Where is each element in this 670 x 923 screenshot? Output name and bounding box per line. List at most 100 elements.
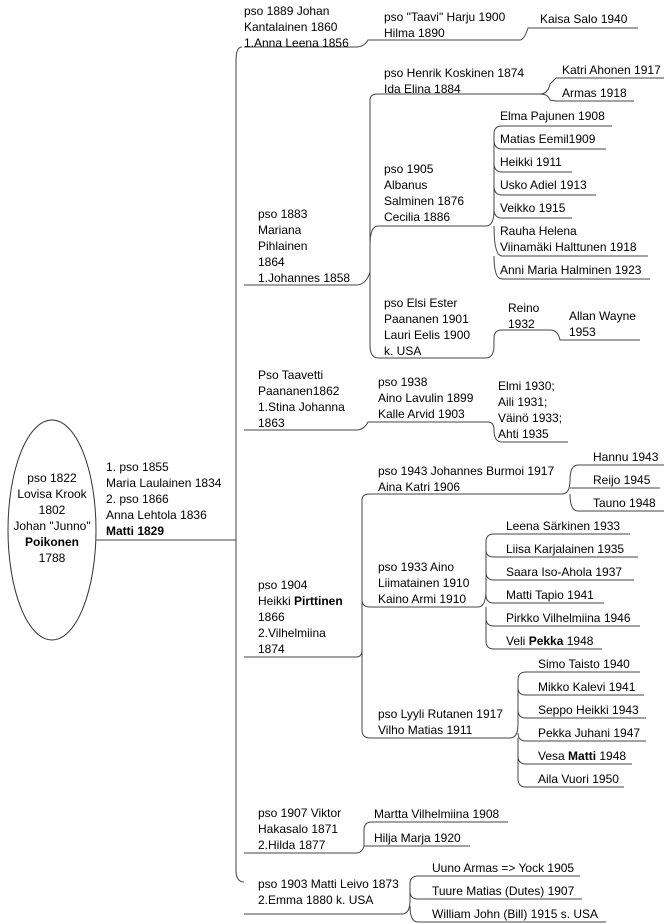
node-line: Aina Katri 1906 [378,480,461,494]
node-line: Kaino Armi 1910 [378,592,467,606]
node-line: pso 1943 Johannes Burmoi 1917 [378,464,555,478]
node-line: Anna Lehtola 1836 [106,508,207,522]
node-line: pso 1938 [378,375,428,389]
child-item: Pirkko Vilhelmiina 1946 [506,611,631,625]
node-line: Hakasalo 1871 [258,822,339,836]
node-line: 1864 [258,255,285,269]
node-line: 1. pso 1855 [106,460,169,474]
node-reino: Reino 1932 [508,300,539,332]
node-viktor: pso 1907 Viktor Hakasalo 1871 2.Hilda 18… [258,805,341,853]
root-line: 1802 [38,503,66,517]
node-name-bold: Matti 1829 [106,524,165,538]
root-line: Lovisa Krook [17,487,87,501]
node-line: 2.Hilda 1877 [258,838,326,852]
child-item: Liisa Karjalainen 1935 [506,542,625,556]
child-item: Viinamäki Halttunen 1918 [500,240,637,254]
child-item: Veikko 1915 [500,201,566,215]
node-albanus: pso 1905 Albanus Salminen 1876 Cecilia 1… [384,161,464,225]
child-item: Heikki 1911 [500,155,562,169]
node-line: 1.Stina Johanna [258,400,345,414]
child-item: Mikko Kalevi 1941 [538,680,636,694]
node-line: pso Lyyli Rutanen 1917 [378,707,503,721]
node-line: Hilma 1890 [384,26,445,40]
root-line: pso 1822 [27,471,77,485]
node-johan: pso 1889 Johan Kantalainen 1860 1.Anna L… [244,3,349,51]
node-line: Maria Laulainen 1834 [106,476,222,490]
root-ellipse [7,419,97,641]
node-heikki: pso 1904 Heikki Pirttinen 1866 2.Vilhelm… [258,577,343,657]
node-line: Kalle Arvid 1903 [378,407,465,421]
child-item: Hilja Marja 1920 [374,831,461,845]
node-burmoi: pso 1943 Johannes Burmoi 1917 Aina Katri… [378,463,554,495]
child-item: Usko Adiel 1913 [500,178,587,192]
child-item: Uuno Armas => Yock 1905 [432,861,575,875]
node-taavi: pso "Taavi" Harju 1900 Hilma 1890 [384,9,505,41]
node-line: 1932 [508,317,535,331]
node-line: Pihlainen [258,239,308,253]
node-line: 2. pso 1866 [106,492,169,506]
child-item: Elma Pajunen 1908 [500,109,605,123]
node-line: 1866 [258,610,285,624]
node-aino-children: Elmi 1930; Aili 1931; Väinö 1933; Ahti 1… [498,378,562,442]
node-line: Mariana [258,223,302,237]
child-item: Tuure Matias (Dutes) 1907 [432,884,575,898]
node-line: 2.Vilhelmiina [258,626,326,640]
root-surname: Poikonen [24,535,79,549]
node-taavetti: Pso Taavetti Paananen1862 1.Stina Johann… [258,367,345,431]
child-item: Ahti 1935 [498,427,549,441]
node-line: Cecilia 1886 [384,210,451,224]
node-line: Lauri Eelis 1900 [384,328,471,342]
node-line: Albanus [384,178,428,192]
child-item: Anni Maria Halminen 1923 [500,263,642,277]
node-line: pso 1903 Matti Leivo 1873 [258,877,399,891]
node-elsi: pso Elsi Ester Paananen 1901 Lauri Eelis… [384,295,470,359]
node-line: Paananen1862 [258,384,340,398]
node-line: pso 1905 [384,162,434,176]
child-item: Katri Ahonen 1917 [562,63,661,77]
node-henrik: pso Henrik Koskinen 1874 Ida Elina 1884 [384,65,524,97]
child-item: Tauno 1948 [593,496,656,510]
child-item: Seppo Heikki 1943 [538,703,639,717]
node-line: Kantalainen 1860 [244,20,338,34]
node-line: Aino Lavulin 1899 [378,391,474,405]
node-line: pso "Taavi" Harju 1900 [384,10,506,24]
node-line: Salminen 1876 [384,194,465,208]
node-line: pso 1883 [258,207,308,221]
node-allan: Allan Wayne 1953 [569,308,636,340]
node-line: pso 1933 Aino [378,560,455,574]
node-liimatainen: pso 1933 Aino Liimatainen 1910 Kaino Arm… [378,559,469,607]
node-line: pso 1889 Johan [244,4,330,18]
node-line: 1.Johannes 1858 [258,271,351,285]
child-item: Saara Iso-Ahola 1937 [506,565,623,579]
child-item: Veli Pekka 1948 [506,634,594,648]
root-person: pso 1822 Lovisa Krook 1802 Johan "Junno"… [8,470,96,566]
node-line: pso Elsi Ester [384,296,458,310]
child-item: Aila Vuori 1950 [538,772,619,786]
child-item: Hannu 1943 [593,450,659,464]
node-kaisa: Kaisa Salo 1940 [540,12,628,26]
node-line: Ida Elina 1884 [384,82,461,96]
child-item: William John (Bill) 1915 s. USA [432,907,599,921]
child-item: Aili 1931; [498,395,548,409]
child-item: Rauha Helena [500,224,577,238]
node-line: 1.Anna Leena 1856 [244,36,349,50]
root-line: Johan "Junno" [13,519,91,533]
node-line: Liimatainen 1910 [378,576,470,590]
node-leivo: pso 1903 Matti Leivo 1873 2.Emma 1880 k.… [258,876,399,908]
child-item: Pekka Juhani 1947 [538,726,641,740]
node-line: 1953 [569,325,596,339]
child-item: Matias Eemil1909 [500,132,596,146]
node-mariana: pso 1883 Mariana Pihlainen 1864 1.Johann… [258,206,350,286]
child-item: Martta Vilhelmiina 1908 [374,807,500,821]
child-item: Armas 1918 [562,86,627,100]
child-item: Reijo 1945 [593,473,651,487]
node-aino: pso 1938 Aino Lavulin 1899 Kalle Arvid 1… [378,374,473,422]
child-item: Vesa Matti 1948 [538,749,627,763]
node-line: Heikki Pirttinen [258,594,343,608]
node-line: Paananen 1901 [384,312,469,326]
node-line: 2.Emma 1880 k. USA [258,893,374,907]
node-line: Vilho Matias 1911 [378,723,473,737]
node-line: 1863 [258,416,285,430]
